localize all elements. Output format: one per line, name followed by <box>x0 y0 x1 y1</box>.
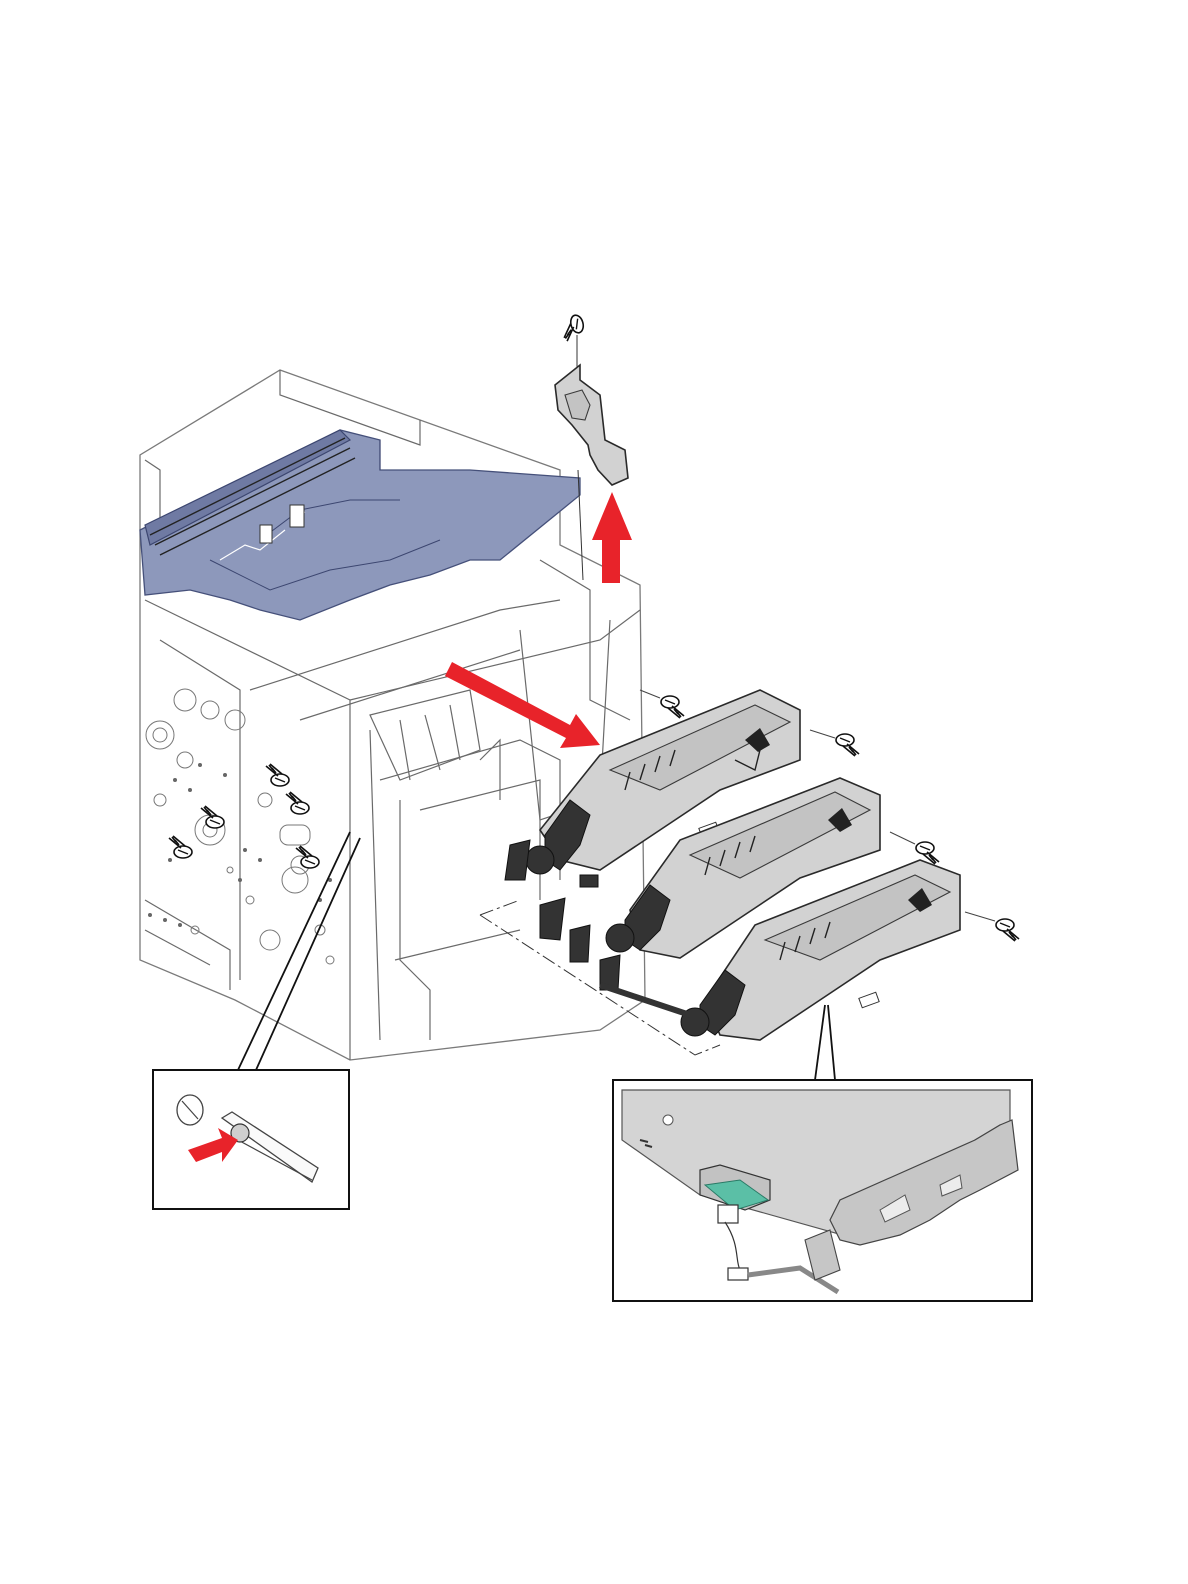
screw-icon <box>996 919 1019 941</box>
latch-detail-inset <box>153 1070 349 1209</box>
screw-icon <box>661 696 684 718</box>
screw-icon <box>559 314 586 342</box>
screw-icon <box>836 734 859 756</box>
sensor-board-inset <box>613 1080 1032 1301</box>
